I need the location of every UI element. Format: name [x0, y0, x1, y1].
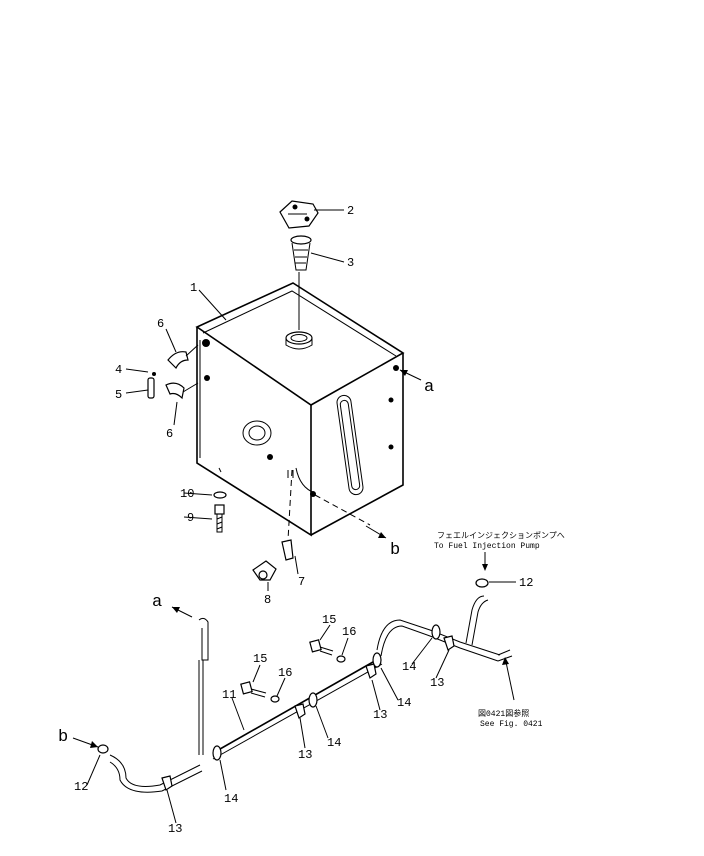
- part-label-11: 11: [222, 688, 236, 702]
- part-label-1: 1: [190, 281, 197, 295]
- part-label-3: 3: [347, 256, 354, 270]
- note-fig-jp: 図0421図参照: [478, 708, 529, 719]
- ref-b-pipe: b: [58, 728, 68, 747]
- part-label-13-a: 13: [168, 822, 182, 836]
- part-label-10: 10: [180, 487, 194, 501]
- elbow-fittings: [147, 344, 199, 400]
- notes: フェエルインジェクションポンプへ To Fuel Injection Pump …: [434, 531, 565, 729]
- note-fig-en: See Fig. 0421: [480, 720, 543, 729]
- ref-b-tank: b: [390, 541, 400, 560]
- tank-cap: [279, 200, 319, 229]
- part-label-2: 2: [347, 204, 354, 218]
- part-label-14-c: 14: [397, 696, 411, 710]
- part-label-13-d: 13: [430, 676, 444, 690]
- part-label-8: 8: [264, 593, 271, 607]
- part-label-14-b: 14: [327, 736, 341, 750]
- part-label-6-top: 6: [157, 317, 164, 331]
- part-label-7: 7: [298, 575, 305, 589]
- part-label-14-d: 14: [402, 660, 416, 674]
- leader-lines: [86, 209, 516, 824]
- part-label-12-left: 12: [74, 780, 88, 794]
- reference-arrows: [72, 369, 515, 748]
- part-label-14-a: 14: [224, 792, 238, 806]
- part-label-9: 9: [187, 511, 194, 525]
- note-pump-en: To Fuel Injection Pump: [434, 542, 540, 551]
- part-label-16-left: 16: [278, 666, 292, 680]
- drain-parts: [213, 467, 294, 581]
- ref-a-tank: a: [424, 378, 434, 397]
- fuel-pipe-assembly: [97, 578, 513, 793]
- part-label-13-c: 13: [373, 708, 387, 722]
- part-label-15-left: 15: [253, 652, 267, 666]
- part-labels: 1 2 3 4 5 6 6 7 8 9 10 11 12 12 13 13 13…: [74, 204, 533, 836]
- strainer: [290, 235, 312, 330]
- part-label-15-right: 15: [322, 613, 336, 627]
- part-label-16-right: 16: [342, 625, 356, 639]
- part-label-12-right: 12: [519, 576, 533, 590]
- part-label-4: 4: [115, 363, 122, 377]
- part-label-13-b: 13: [298, 748, 312, 762]
- part-label-5: 5: [115, 388, 122, 402]
- part-label-6-bottom: 6: [166, 427, 173, 441]
- note-pump-jp: フェエルインジェクションポンプへ: [437, 531, 565, 541]
- fuel-tank: [195, 282, 405, 537]
- reference-letters: a b a b: [58, 378, 434, 747]
- ref-a-pipe: a: [152, 593, 162, 612]
